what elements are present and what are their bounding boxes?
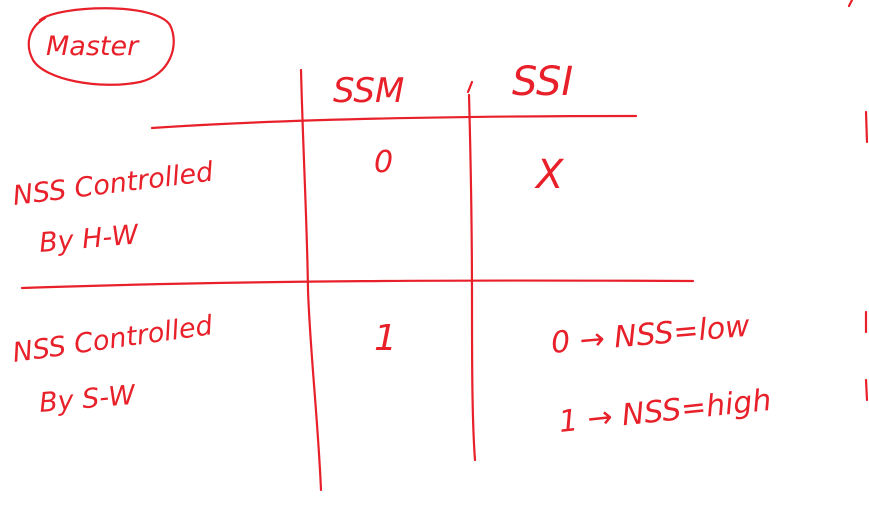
row2-label-line1: NSS Controlled — [11, 310, 216, 369]
cell-row1-ssi: X — [534, 152, 565, 198]
row2-label-line2: By S-W — [38, 380, 138, 419]
note-nss-low: 0 → NSS=low — [550, 309, 752, 361]
column-header-ssi: SSI — [512, 59, 573, 105]
row1-label-line1: NSS Controlled — [11, 157, 216, 212]
cell-row2-ssm: 1 — [374, 318, 397, 359]
edge-mark-top — [847, 0, 854, 8]
header-divider-line — [150, 114, 638, 130]
master-label: Master — [46, 31, 140, 62]
master-badge: Master — [27, 7, 175, 86]
row1-label-line2: By H-W — [38, 219, 141, 259]
master-ellipse — [27, 7, 175, 86]
header-tick-mark — [466, 80, 474, 94]
left-column-line — [299, 68, 323, 492]
edge-marks — [847, 0, 869, 402]
side-notes: 0 → NSS=low 1 → NSS=high — [550, 309, 773, 440]
right-column-line — [467, 93, 477, 462]
column-header-ssm: SSM — [333, 71, 404, 111]
note-nss-high: 1 → NSS=high — [557, 383, 773, 440]
column-headers: SSM SSI — [333, 59, 573, 111]
edge-mark-upper — [864, 110, 869, 144]
cell-row1-ssm: 0 — [374, 145, 393, 180]
table-cells: 0 X 1 — [374, 145, 565, 359]
row-divider-line — [20, 279, 695, 290]
edge-mark-lower — [864, 378, 869, 402]
table-grid — [20, 68, 695, 492]
